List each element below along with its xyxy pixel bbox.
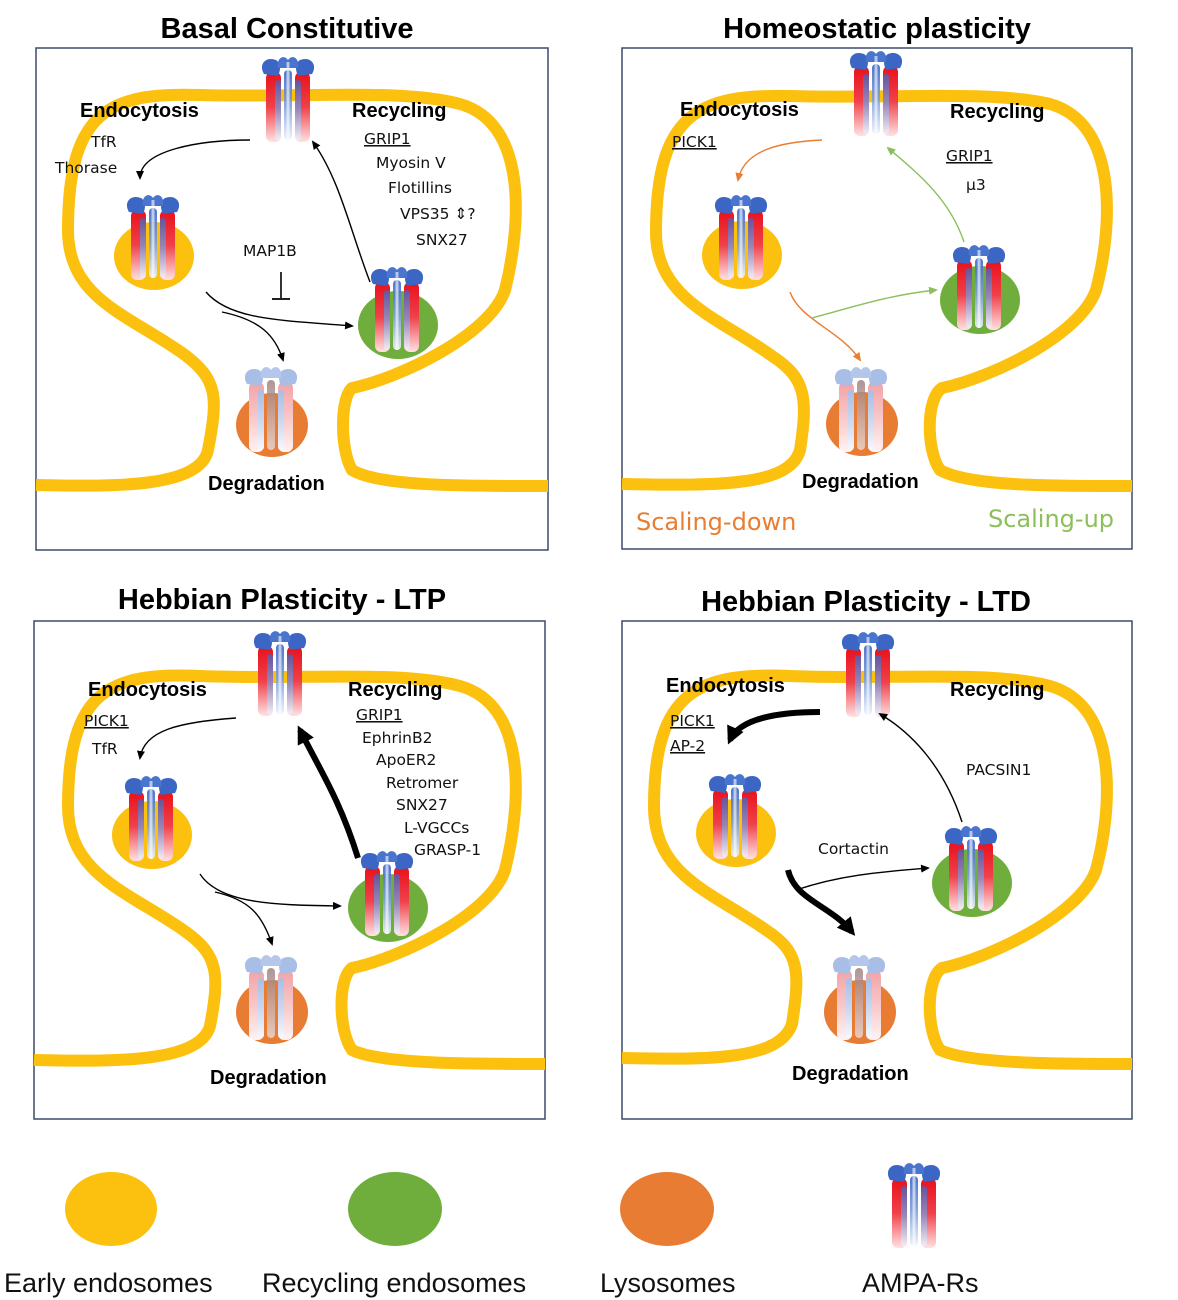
legend: Early endosomes Recycling endosomes Lyso… — [4, 1163, 979, 1298]
panel-title: Homeostatic plasticity — [723, 13, 1031, 45]
recycling-endosome — [348, 851, 428, 942]
molecule-pick1: PICK1 — [670, 712, 715, 730]
panel-basal: Basal Constitutive Endocytosis Recycling… — [35, 13, 549, 551]
scaling-up-recycling-arrow — [886, 146, 965, 243]
scaling-down-degradation-arrow — [789, 291, 862, 362]
endocytosis-label: Endocytosis — [680, 99, 799, 121]
endocytosis-label: Endocytosis — [666, 675, 785, 697]
molecule-mu3: µ3 — [966, 176, 986, 194]
recycling-arrow-enhanced — [297, 725, 361, 859]
lysosome — [824, 955, 896, 1044]
scaling-up-transfer-arrow — [811, 286, 938, 319]
recycling-endosome — [358, 267, 438, 359]
to-degradation-arrow-enhanced — [785, 869, 856, 936]
spine-membrane — [33, 669, 546, 1070]
recycling-arrow — [878, 712, 963, 823]
endocytosis-label: Endocytosis — [88, 679, 207, 701]
molecule-grip1: GRIP1 — [356, 706, 403, 724]
recycling-label: Recycling — [352, 100, 446, 122]
molecule-snx27: SNX27 — [416, 231, 468, 249]
scaling-down-endocytosis-arrow — [735, 139, 823, 182]
lysosome — [236, 955, 308, 1044]
legend-item-lysosomes: Lysosomes — [600, 1172, 736, 1298]
panel-title: Hebbian Plasticity - LTD — [701, 586, 1031, 618]
molecule-myosin-v: Myosin V — [376, 154, 446, 172]
to-recycling-arrow — [795, 864, 930, 891]
molecule-cortactin: Cortactin — [818, 840, 889, 858]
panel-homeostatic: Homeostatic plasticity Endocytosis Recyc… — [621, 13, 1133, 550]
molecule-snx27: SNX27 — [396, 796, 448, 814]
molecule-pick1: PICK1 — [672, 133, 717, 151]
early-endosome — [696, 774, 776, 867]
molecule-ap-2: AP-2 — [670, 737, 705, 755]
recycling-label: Recycling — [950, 101, 1044, 123]
molecule-tfr: TfR — [90, 133, 117, 151]
inhibition-symbol — [272, 272, 290, 300]
recycling-arrow — [311, 140, 371, 283]
to-degradation-arrow — [214, 891, 274, 946]
degradation-label: Degradation — [802, 471, 919, 493]
surface-ampa-receptor — [253, 631, 307, 716]
degradation-label: Degradation — [208, 473, 325, 495]
spine-membrane — [35, 88, 549, 493]
to-degradation-arrow — [221, 311, 285, 362]
degradation-label: Degradation — [792, 1063, 909, 1085]
to-recycling-arrow — [199, 873, 342, 910]
endocytosis-arrow — [136, 139, 251, 180]
panel-ltp: Hebbian Plasticity - LTP Endocytosis Rec… — [33, 584, 546, 1120]
panel-title: Hebbian Plasticity - LTP — [118, 584, 446, 616]
molecule-l-vgccs: L-VGCCs — [404, 819, 469, 837]
molecule-grip1: GRIP1 — [364, 130, 411, 148]
molecule-vps35: VPS35 ⇕? — [400, 205, 476, 223]
recycling-endosome — [932, 826, 1012, 917]
legend-label: Recycling endosomes — [262, 1268, 526, 1298]
to-recycling-arrow — [205, 291, 354, 330]
early-endosome — [702, 195, 782, 289]
legend-label: Early endosomes — [4, 1268, 213, 1298]
endocytosis-label: Endocytosis — [80, 100, 199, 122]
molecule-thorase: Thorase — [54, 159, 117, 177]
legend-label: AMPA-Rs — [862, 1268, 979, 1298]
spine-membrane — [621, 89, 1133, 493]
molecule-flotillins: Flotillins — [388, 179, 452, 197]
molecule-ephrinb2: EphrinB2 — [362, 729, 432, 747]
legend-label: Lysosomes — [600, 1268, 736, 1298]
surface-ampa-receptor — [849, 51, 903, 136]
surface-ampa-receptor — [841, 632, 895, 717]
legend-item-ampa-rs: AMPA-Rs — [862, 1163, 979, 1298]
early-endosome — [112, 776, 192, 869]
lysosome — [236, 367, 308, 457]
endocytosis-arrow — [137, 717, 237, 760]
spine-membrane — [621, 669, 1133, 1070]
recycling-endosome — [940, 245, 1020, 334]
ampa-receptor-swatch — [887, 1163, 941, 1248]
molecule-pacsin1: PACSIN1 — [966, 761, 1031, 779]
lysosome-swatch — [620, 1172, 714, 1246]
molecule-apoer2: ApoER2 — [376, 751, 436, 769]
molecule-grip1: GRIP1 — [946, 147, 993, 165]
early-endosome-swatch — [65, 1172, 157, 1246]
scaling-down-label: Scaling-down — [636, 508, 796, 536]
endocytosis-arrow-enhanced — [727, 709, 821, 745]
panel-title: Basal Constitutive — [161, 13, 414, 45]
surface-ampa-receptor — [261, 57, 315, 142]
legend-item-recycling-endosomes: Recycling endosomes — [262, 1172, 526, 1298]
early-endosome — [114, 195, 194, 290]
molecule-tfr: TfR — [91, 740, 118, 758]
molecule-retromer: Retromer — [386, 774, 459, 792]
molecule-map1b: MAP1B — [243, 242, 297, 260]
recycling-endosome-swatch — [348, 1172, 442, 1246]
scaling-up-label: Scaling-up — [988, 505, 1114, 533]
degradation-label: Degradation — [210, 1067, 327, 1089]
legend-item-early-endosomes: Early endosomes — [4, 1172, 213, 1298]
recycling-label: Recycling — [950, 679, 1044, 701]
molecule-grasp-1: GRASP-1 — [414, 841, 481, 859]
lysosome — [826, 367, 898, 456]
molecule-pick1: PICK1 — [84, 712, 129, 730]
recycling-label: Recycling — [348, 679, 442, 701]
panel-ltd: Hebbian Plasticity - LTD Endocytosis Rec… — [621, 586, 1133, 1120]
